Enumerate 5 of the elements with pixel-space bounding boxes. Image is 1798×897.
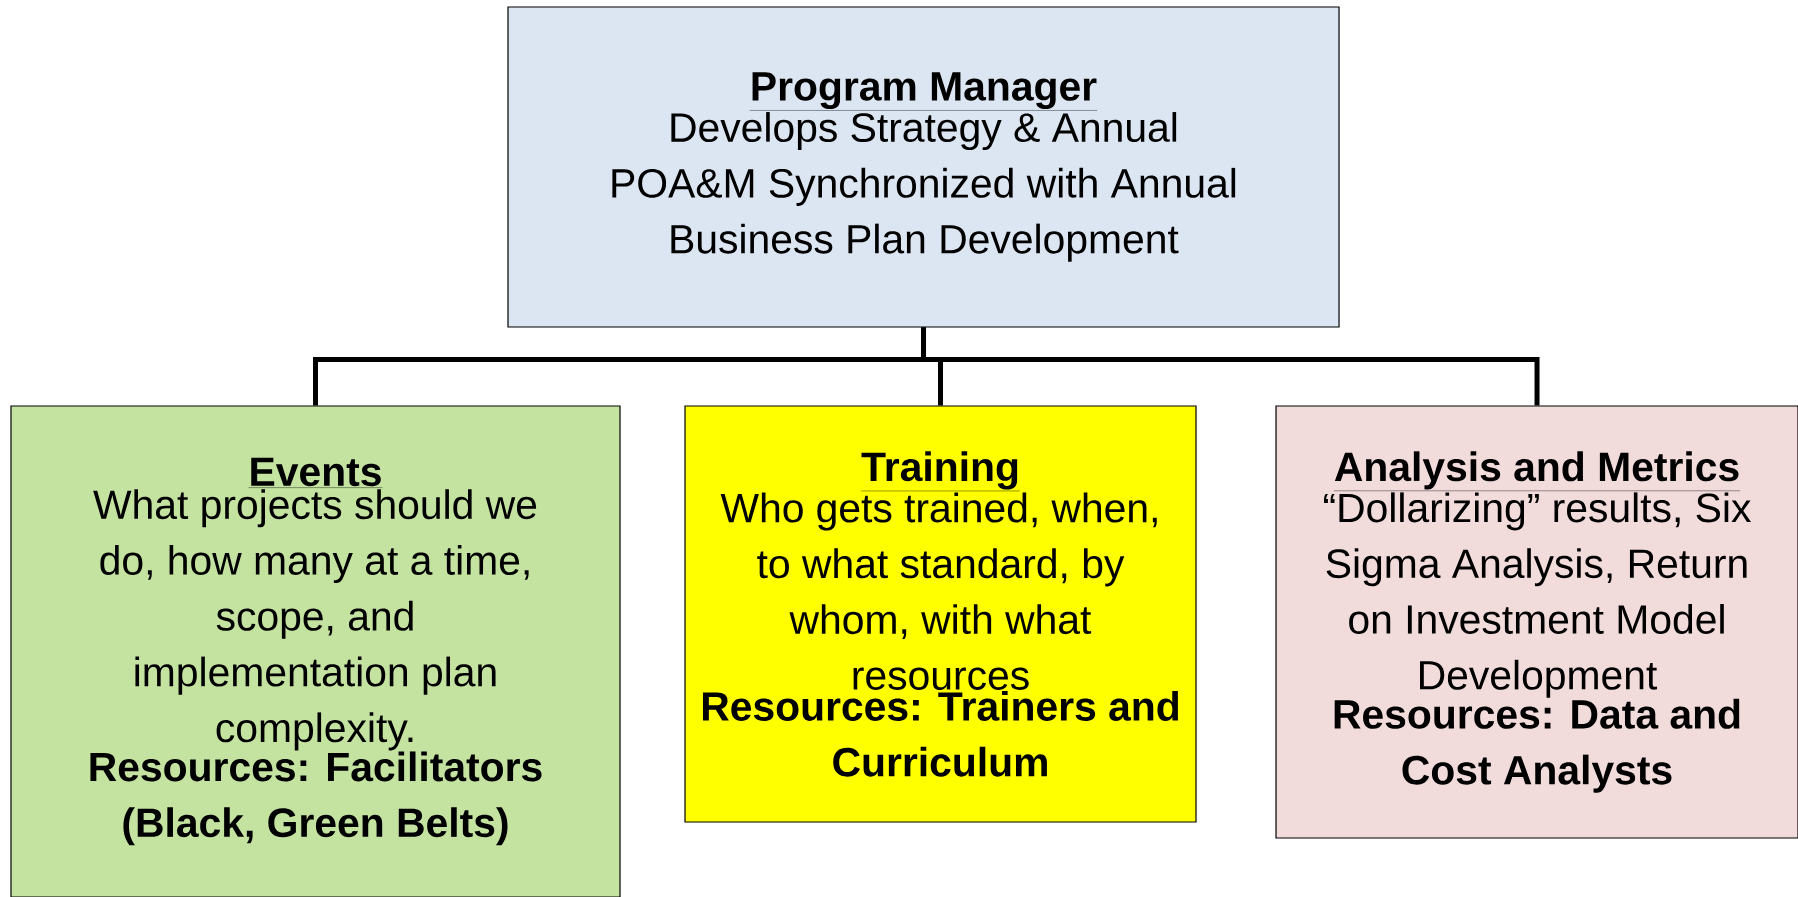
org-box: Analysis and Metrics “Dollarizing” results, Six Sigma Analysis, Return on Investment Model Development Resources: Data and Cost Analysts: [1275, 405, 1798, 839]
org-box: Program Manager Develops Strategy & Annual POA&M Synchronized with Annual Business Plan Development: [507, 6, 1340, 328]
org-box: Events What projects should we do, how many at a time, scope, and implementation plan complexity. Resources: Facilitators (Black, Green Belts): [10, 405, 621, 897]
connector-line: [921, 327, 1540, 406]
org-box: Training Who gets trained, when, to what standard, by whom, with what resources Resources: Trainers and Curriculum: [684, 405, 1197, 823]
